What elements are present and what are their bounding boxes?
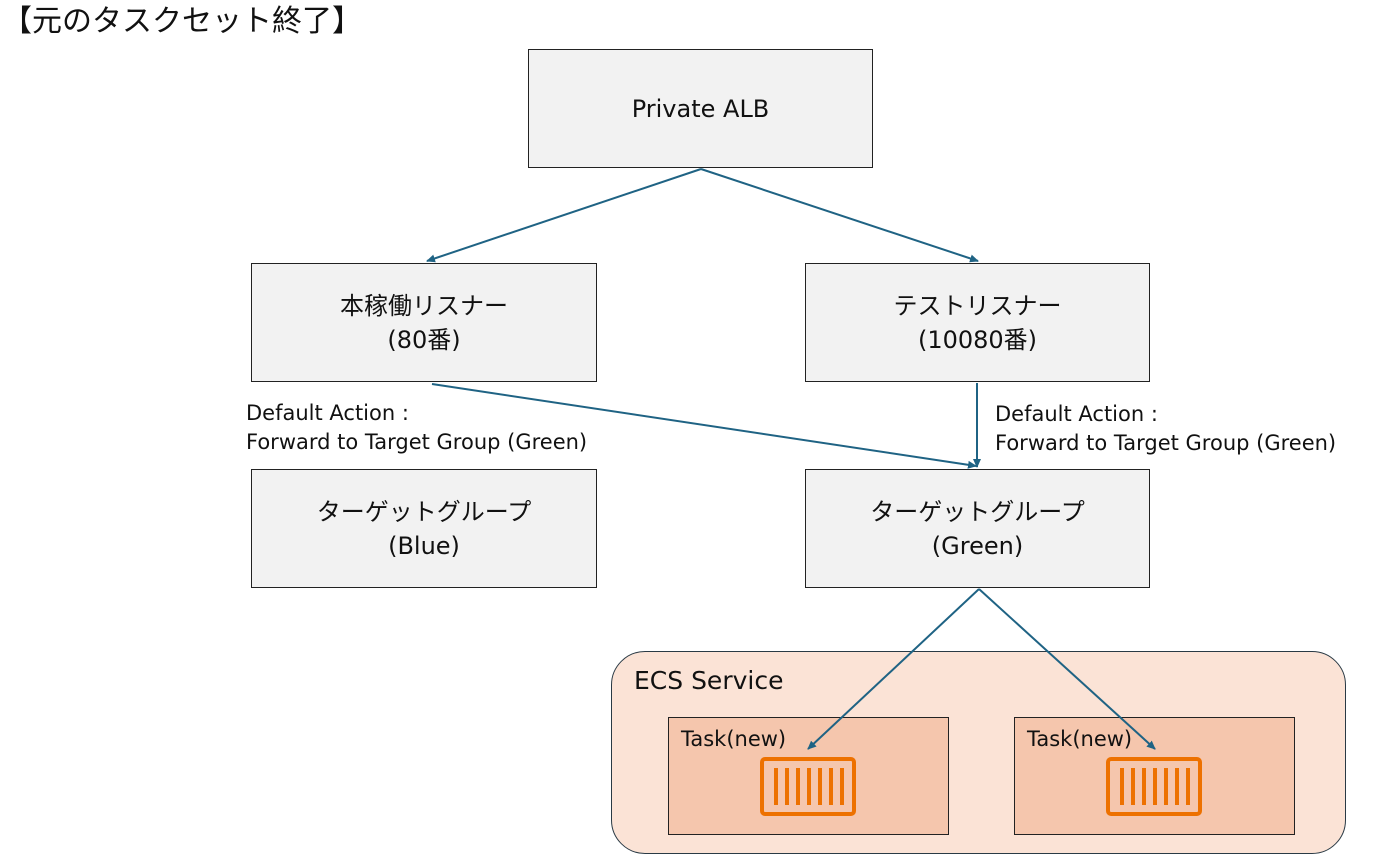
diagram-title: 【元のタスクセット終了】 [2, 4, 362, 39]
task-node: Task(new) [668, 717, 949, 835]
production-default-action-line1: Default Action : [246, 401, 409, 425]
target-group-blue-node: ターゲットグループ (Blue) [251, 469, 597, 588]
test-listener-port: (10080番) [917, 325, 1038, 354]
target-group-blue-color: (Blue) [388, 531, 460, 560]
target-group-green-node: ターゲットグループ (Green) [805, 469, 1150, 588]
production-default-action-line2: Forward to Target Group (Green) [246, 430, 588, 454]
production-listener-default-action: Default Action : Forward to Target Group… [246, 399, 587, 457]
target-group-blue-name: ターゲットグループ [316, 497, 532, 526]
production-listener-port: (80番) [387, 325, 461, 354]
container-icon [760, 757, 856, 816]
private-alb-node: Private ALB [528, 49, 873, 168]
task-node: Task(new) [1014, 717, 1295, 835]
arrow-alb-to-production-listener [426, 168, 702, 263]
arrow-alb-to-test-listener [700, 168, 979, 263]
task-label: Task(new) [681, 727, 787, 751]
private-alb-label: Private ALB [631, 94, 770, 123]
test-default-action-line1: Default Action : [995, 402, 1158, 426]
test-default-action-line2: Forward to Target Group (Green) [995, 431, 1337, 455]
ecs-service-label: ECS Service [634, 666, 784, 695]
task-label: Task(new) [1027, 727, 1133, 751]
ecs-service-group: ECS Service Task(new) Task(new) [611, 651, 1346, 854]
container-icon [1106, 757, 1202, 816]
target-group-green-color: (Green) [931, 531, 1024, 560]
test-listener-default-action: Default Action : Forward to Target Group… [995, 400, 1336, 458]
production-listener-node: 本稼働リスナー (80番) [251, 263, 597, 382]
production-listener-name: 本稼働リスナー [340, 291, 508, 320]
test-listener-name: テストリスナー [893, 291, 1062, 320]
target-group-green-name: ターゲットグループ [870, 497, 1085, 526]
test-listener-node: テストリスナー (10080番) [805, 263, 1150, 382]
